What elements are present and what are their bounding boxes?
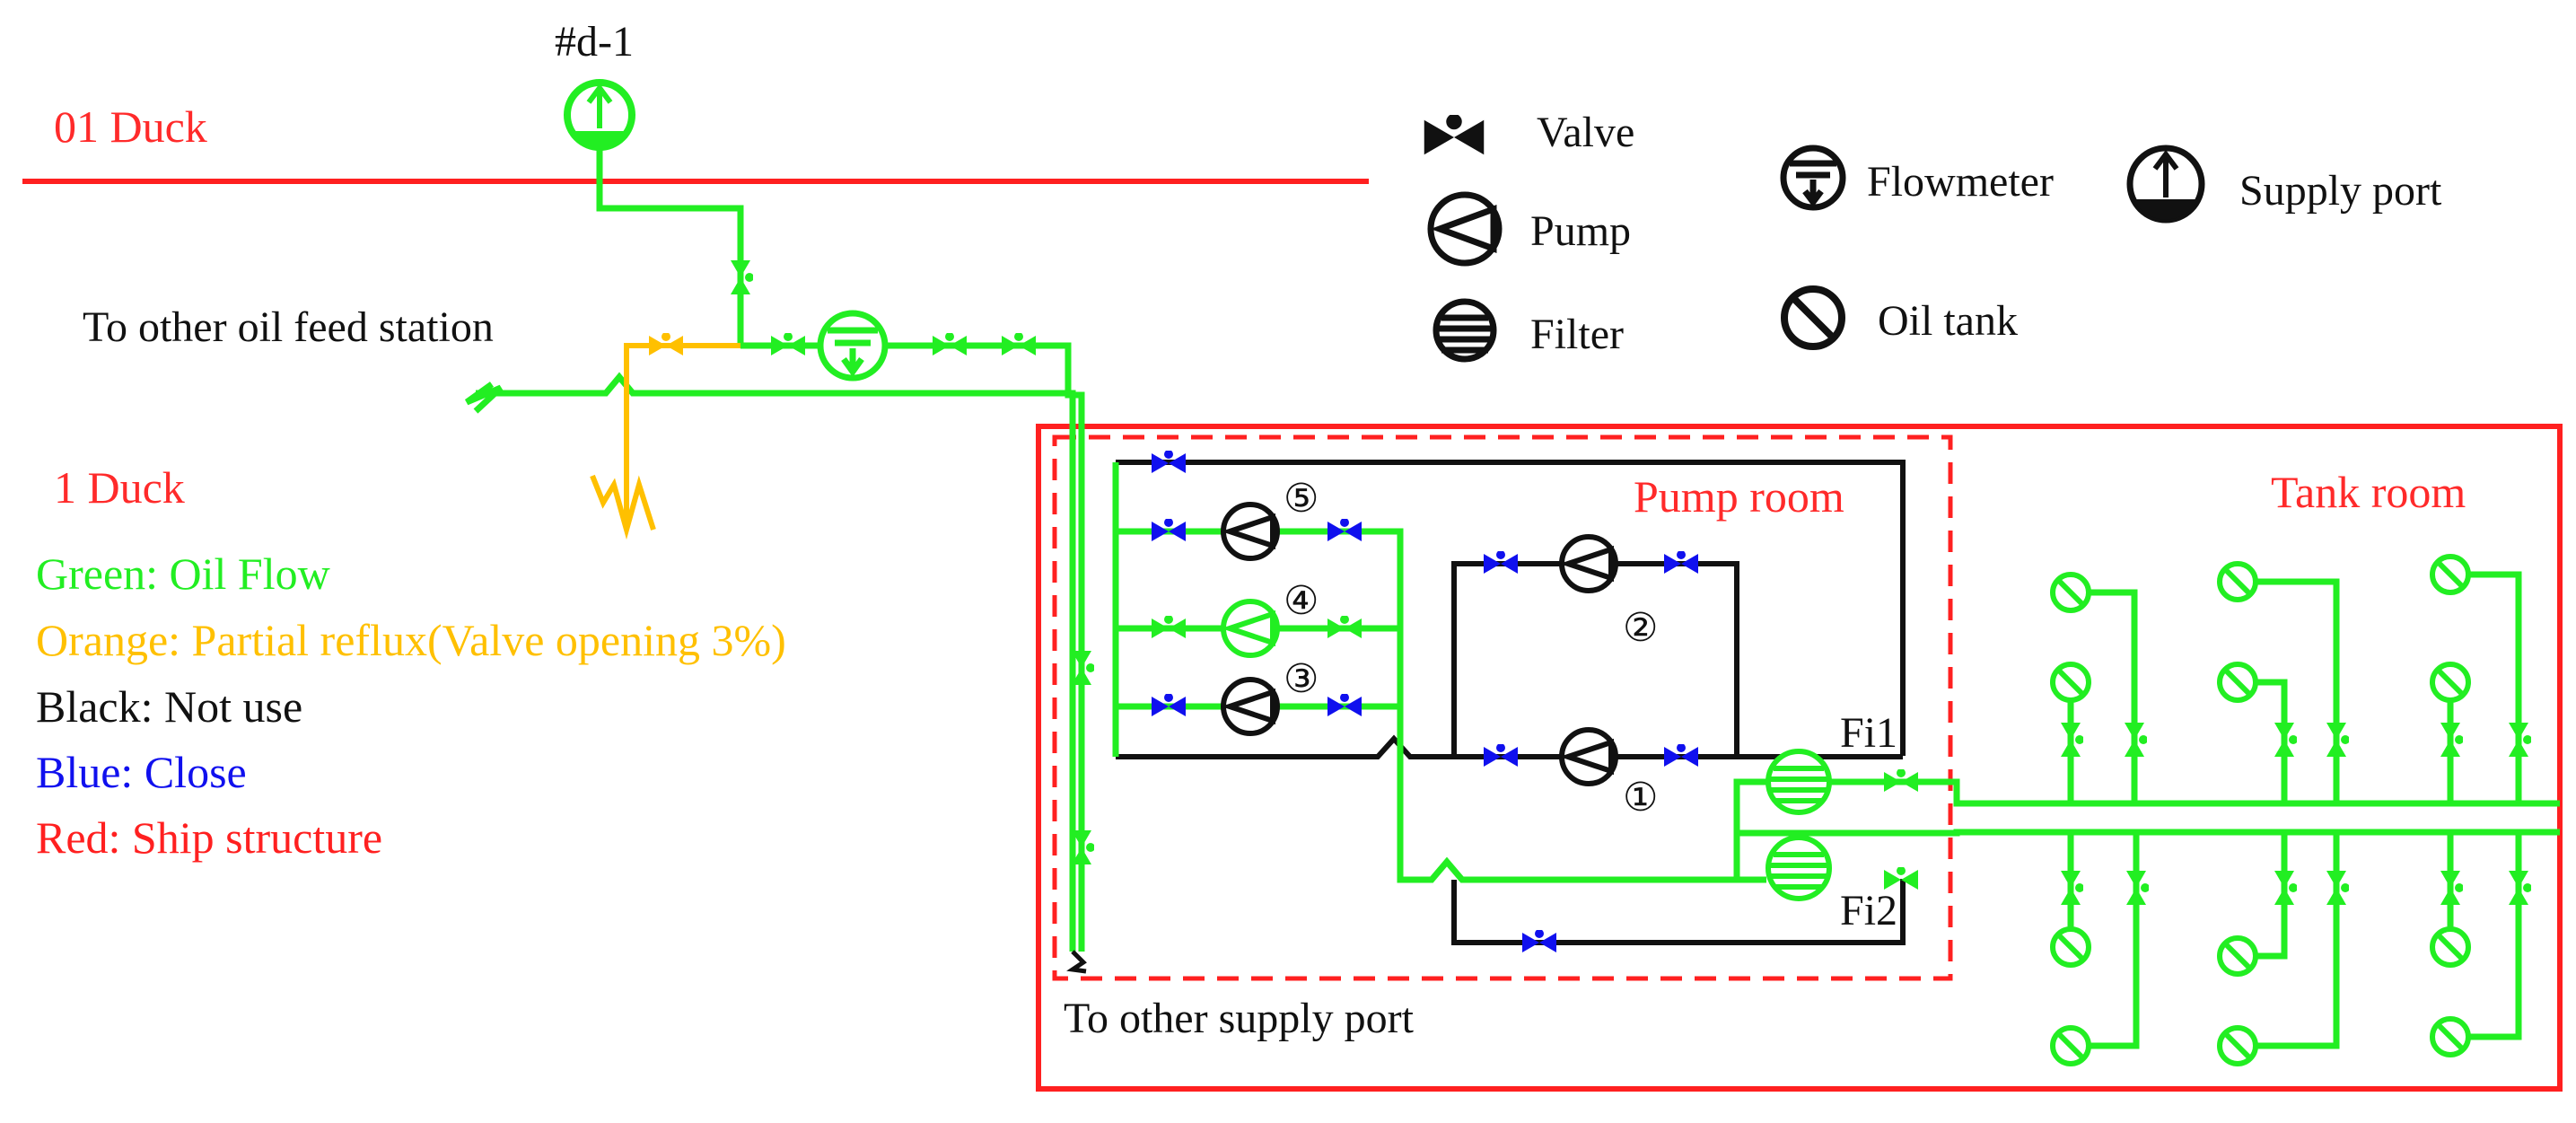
legend-black: Black: Not use	[36, 681, 302, 732]
tank-room-label: Tank room	[2271, 467, 2466, 517]
filter-icon	[1433, 298, 1497, 363]
oil-tank-icon	[1781, 285, 1845, 350]
pump-number-5: ⑤	[1284, 477, 1319, 521]
filter-2-label: Fi2	[1840, 887, 1897, 934]
deck-01-label: 01 Duck	[54, 101, 207, 152]
supply-port-icon	[2126, 145, 2205, 224]
legend-green: Green: Oil Flow	[36, 548, 330, 599]
filter-icon	[1766, 835, 1832, 901]
tank-room-boundary	[1036, 424, 2563, 1092]
pump-number-2: ②	[1623, 606, 1658, 650]
pump-number-3: ③	[1284, 657, 1319, 701]
color-legend: Green: Oil Flow Orange: Partial reflux(V…	[36, 548, 786, 863]
oil-tank-icon	[2217, 561, 2258, 602]
supply-port-icon	[564, 79, 635, 151]
pump-number-1: ①	[1623, 776, 1658, 820]
valves	[649, 260, 2531, 952]
oil-tank-icon	[2050, 926, 2091, 968]
oil-tank-icon	[2217, 935, 2258, 977]
oil-tank-icon	[2430, 926, 2471, 968]
pump-icon	[1559, 727, 1618, 786]
flowmeter-icon	[1780, 145, 1846, 211]
pump-room-boundary	[1052, 434, 1953, 981]
pump-room-label: Pump room	[1634, 471, 1844, 522]
legend-red: Red: Ship structure	[36, 812, 382, 863]
filters	[1766, 749, 1832, 901]
oil-tank-icon	[2217, 1025, 2258, 1066]
ship-structure	[22, 179, 2563, 1092]
oil-tank-icon	[2217, 662, 2258, 703]
legend-orange: Orange: Partial reflux(Valve opening 3%)	[36, 615, 786, 665]
oil-tank-icon	[2050, 1025, 2091, 1066]
oil-tank-icon	[2430, 662, 2471, 703]
legend-pump-label: Pump	[1530, 207, 1631, 255]
pump-icon	[1221, 599, 1280, 658]
filter-icon	[1766, 749, 1832, 815]
oil-tank-icon	[2050, 662, 2091, 703]
pump-icon	[1559, 534, 1618, 593]
pump-icon	[1427, 191, 1503, 267]
tank-room-branches	[2067, 571, 2522, 1049]
oil-tank-icon	[2050, 572, 2091, 613]
pump-number-4: ④	[1284, 579, 1319, 623]
legend-filter-label: Filter	[1530, 311, 1624, 358]
feed-station-break	[464, 382, 504, 414]
deck-1-label: 1 Duck	[54, 462, 185, 513]
oil-flow-piping	[476, 148, 2560, 952]
legend-blue: Blue: Close	[36, 747, 247, 797]
legend-flowmeter-label: Flowmeter	[1867, 158, 2054, 206]
oil-tank-icon	[2430, 554, 2471, 595]
feed-station-label: To other oil feed station	[83, 303, 494, 351]
pump-icon	[1221, 502, 1280, 561]
symbol-legend: Valve Pump Filter Flowmeter	[1424, 109, 2442, 363]
oil-tank-icon	[2430, 1016, 2471, 1057]
pump-icon	[1221, 677, 1280, 736]
legend-supply-port-label: Supply port	[2239, 167, 2442, 215]
flowmeter-icon	[817, 310, 889, 382]
legend-valve-label: Valve	[1537, 109, 1634, 156]
oil-tanks	[2050, 554, 2471, 1066]
supply-port-tag: #d-1	[555, 18, 634, 66]
partial-reflux-piping	[590, 343, 740, 540]
filter-1-label: Fi1	[1840, 709, 1897, 757]
supply-port-destination-label: To other supply port	[1064, 995, 1415, 1042]
valve-icon	[1424, 115, 1485, 155]
legend-oil-tank-label: Oil tank	[1878, 297, 2018, 345]
pumps	[1221, 502, 1618, 786]
supply-port-break	[1066, 950, 1087, 974]
